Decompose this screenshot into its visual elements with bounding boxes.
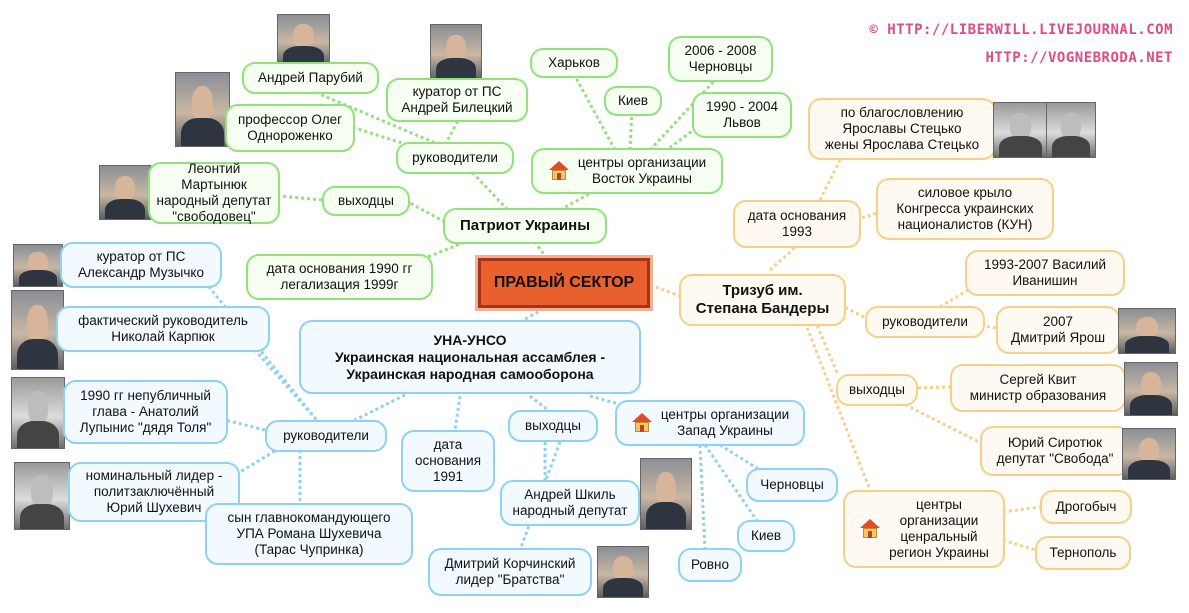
- credit-line-1: © HTTP://LIBERWILL.LIVEJOURNAL.COM: [869, 22, 1173, 38]
- una-kiev-node[interactable]: Киев: [737, 520, 795, 552]
- connector-leaders-karpyuk: [253, 349, 322, 425]
- stetsko-photo-1: [993, 102, 1048, 158]
- patriot-leaders-node[interactable]: руководители: [396, 142, 514, 174]
- drohobych-node[interactable]: Дрогобыч: [1040, 490, 1132, 524]
- una-rovno-node[interactable]: Ровно: [678, 548, 742, 582]
- parubiy-photo: [277, 14, 330, 66]
- una-title-node[interactable]: УНА-УНСО Украинская национальная ассамбл…: [299, 320, 641, 394]
- korchinsky-node[interactable]: Дмитрий Корчинский лидер "Братства": [428, 548, 592, 596]
- odnorozhenko-node[interactable]: профессор Олег Однороженко: [225, 104, 355, 152]
- connector-leaders-yarosh: [974, 323, 999, 330]
- patriot-chernovtsy-node[interactable]: 2006 - 2008 Черновцы: [668, 36, 773, 82]
- connector-una-founding: [453, 395, 462, 431]
- una-chernovtsy-node[interactable]: Черновцы: [746, 468, 838, 502]
- house-icon: [548, 161, 570, 181]
- shkil-node[interactable]: Андрей Шкиль народный депутат: [500, 480, 640, 526]
- muzychko-node[interactable]: куратор от ПС Александр Музычко: [60, 242, 222, 288]
- patriot-title-node[interactable]: Патриот Украины: [443, 208, 607, 244]
- connector-exits-korchinsky: [518, 441, 562, 551]
- kvit-photo: [1124, 362, 1178, 416]
- patriot-centers-node[interactable]: центры организации Восток Украины: [531, 148, 723, 194]
- yarosh-photo: [1118, 308, 1176, 354]
- korchinsky-photo: [597, 546, 649, 598]
- parubiy-node[interactable]: Андрей Парубий: [242, 62, 379, 94]
- trizub-founding-node[interactable]: дата основания 1993: [733, 200, 861, 248]
- connector-una-center: [519, 306, 546, 324]
- connector-centers-kiev: [628, 111, 634, 151]
- sirotyuk-photo: [1122, 428, 1176, 480]
- martynyuk-photo: [99, 165, 151, 220]
- ivanyshyn-node[interactable]: 1993-2007 Василий Иванишин: [965, 250, 1125, 296]
- stetsko-photo-2: [1046, 102, 1096, 158]
- connector-patriot-exits: [407, 200, 446, 224]
- una-leaders-node[interactable]: руководители: [265, 420, 387, 452]
- trizub-centers-node[interactable]: центры организации ценральный регион Укр…: [843, 490, 1005, 568]
- shkil-photo: [640, 458, 692, 530]
- connector-exits-kvit: [911, 385, 951, 390]
- house-icon: [859, 519, 881, 539]
- connector-trizub-founding: [769, 243, 799, 272]
- muzychko-photo: [13, 244, 63, 287]
- patriot-founding-node[interactable]: дата основания 1990 гг легализация 1999г: [246, 254, 433, 300]
- patriot-lviv-node[interactable]: 1990 - 2004 Львов: [692, 92, 792, 138]
- trizub-centers-label: центры организации ценральный регион Укр…: [889, 497, 989, 560]
- connector-centers-drohobych: [1002, 505, 1041, 514]
- connector-centers-kharkov: [573, 75, 617, 151]
- patriot-exits-node[interactable]: выходцы: [322, 186, 410, 216]
- connector-leaders-shukhevych: [234, 446, 281, 477]
- biletsky-node[interactable]: куратор от ПС Андрей Билецкий: [386, 78, 528, 122]
- house-icon: [631, 413, 653, 433]
- patriot-centers-label: центры организации Восток Украины: [577, 155, 707, 186]
- blessing-node[interactable]: по благословлению Ярославы Стецько жены …: [808, 98, 996, 160]
- connector-centers-chernovtsy: [719, 443, 761, 472]
- kun-node[interactable]: силовое крыло Конгресса украинских нацио…: [876, 178, 1054, 240]
- trizub-title-node[interactable]: Тризуб им. Степана Бандеры: [679, 274, 846, 326]
- yarosh-node[interactable]: 2007 Дмитрий Ярош: [996, 306, 1120, 354]
- odnorozhenko-photo: [175, 72, 230, 147]
- una-exits-node[interactable]: выходцы: [508, 410, 598, 442]
- credit-line-2: HTTP://VOGNEBRODA.NET: [985, 50, 1173, 66]
- una-centers-label: центры организации Запад Украины: [660, 407, 790, 438]
- connector-centers-rovno: [698, 444, 707, 551]
- son-node[interactable]: сын главнокомандующего УПА Романа Шухеви…: [205, 503, 413, 565]
- connector-centers-chernovtsy: [648, 78, 717, 152]
- trizub-exits-node[interactable]: выходцы: [836, 374, 918, 406]
- connector-exits-sirotyuk: [899, 400, 986, 447]
- lupynis-photo: [11, 377, 65, 449]
- una-founding-node[interactable]: дата основания 1991: [401, 430, 495, 492]
- connector-trizub-center: [649, 283, 681, 298]
- patriot-kharkov-node[interactable]: Харьков: [530, 48, 618, 78]
- trizub-leaders-node[interactable]: руководители: [865, 306, 985, 338]
- lupynis-node[interactable]: 1990 гг непубличный глава - Анатолий Луп…: [63, 380, 228, 444]
- connector-leaders-lupynis: [224, 418, 266, 432]
- connector-trizub-centers: [803, 321, 872, 491]
- connector-exits-martynyuk: [279, 194, 323, 202]
- una-centers-node[interactable]: центры организации Запад Украины: [615, 400, 805, 446]
- karpyuk-node[interactable]: фактический руководитель Николай Карпюк: [56, 306, 270, 352]
- connector-centers-ternopol: [1002, 538, 1036, 552]
- ternopol-node[interactable]: Тернополь: [1035, 536, 1131, 570]
- connector-centers-kiev: [703, 444, 762, 526]
- connector-trizub-exits: [813, 319, 840, 376]
- kvit-node[interactable]: Сергей Квит министр образования: [950, 364, 1126, 412]
- biletsky-photo: [430, 24, 482, 80]
- patriot-kiev-node[interactable]: Киев: [604, 86, 662, 116]
- martynyuk-node[interactable]: Леонтий Мартынюк народный депутат "свобо…: [148, 161, 280, 224]
- sirotyuk-node[interactable]: Юрий Сиротюк депутат "Свобода": [980, 426, 1130, 476]
- connector-founding-blessing: [818, 159, 842, 201]
- pravy-sektor-node[interactable]: ПРАВЫЙ СЕКТОР: [478, 258, 650, 308]
- connector-una-exits: [529, 394, 549, 412]
- shukhevych-photo: [14, 462, 70, 530]
